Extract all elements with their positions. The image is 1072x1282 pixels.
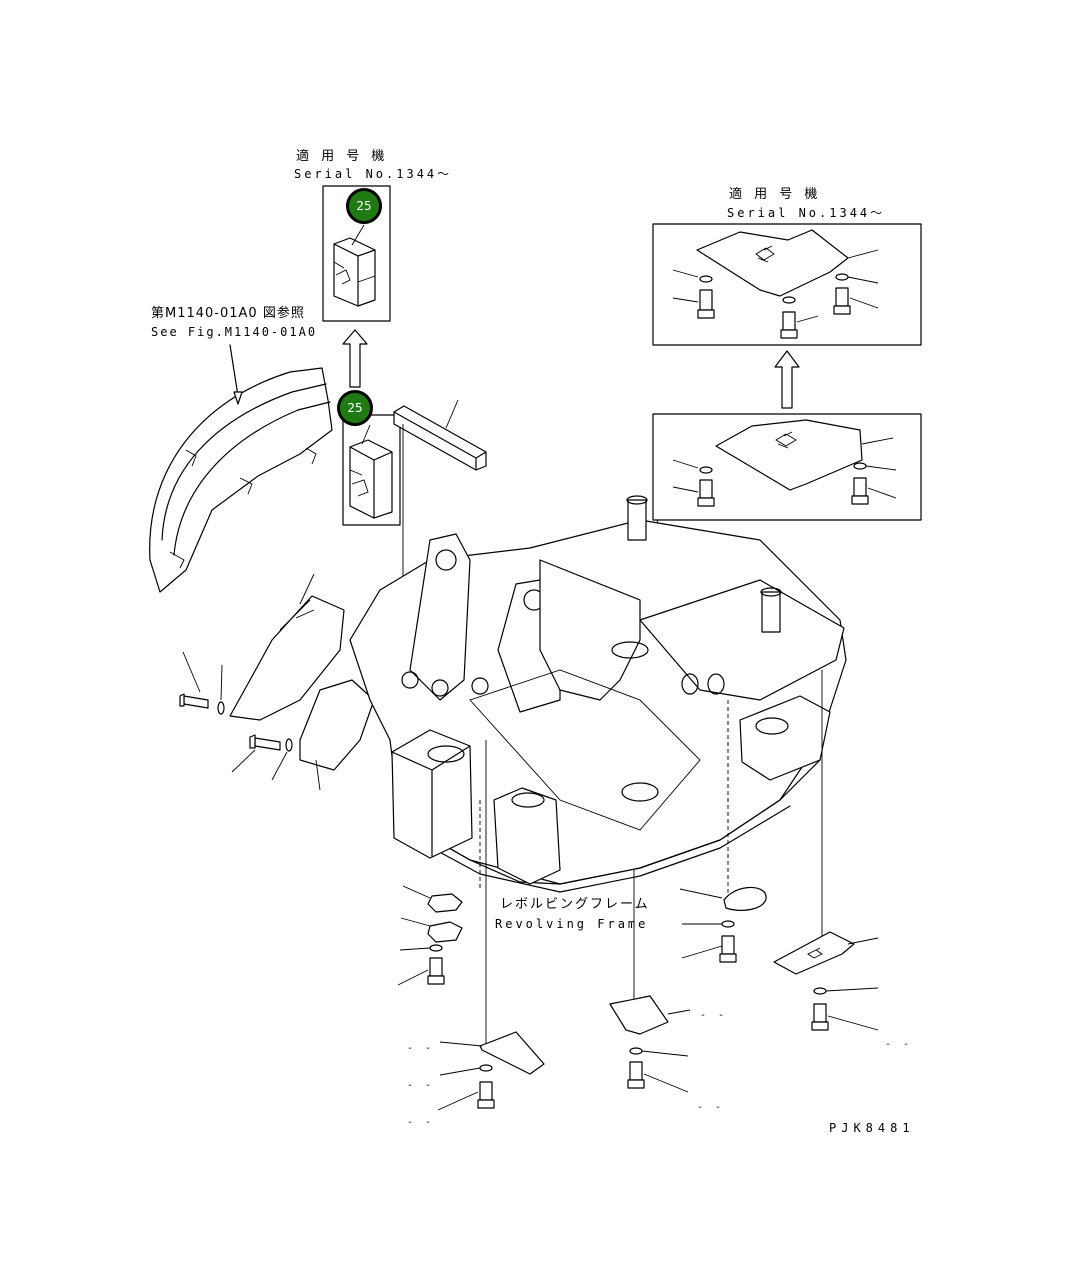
revolving-frame <box>349 495 847 1044</box>
bottom-cover-plate <box>679 886 767 963</box>
part-number-placeholder: - - <box>885 1039 913 1050</box>
part-number-placeholder: - - <box>700 1010 728 1021</box>
bolt <box>231 734 293 781</box>
side-cover-left <box>229 573 375 791</box>
spacer-bar <box>393 399 487 590</box>
part-number-placeholder: - - <box>407 1117 435 1128</box>
part-number-placeholder: - - <box>407 1080 435 1091</box>
inset-box-cover-old <box>639 413 922 561</box>
revolving-frame-jp-label: レボルビングフレーム <box>500 897 650 912</box>
bottom-cover-plate <box>437 1031 545 1111</box>
arrow-up-icon <box>342 329 368 388</box>
counterweight <box>149 344 333 593</box>
callout-marker-25[interactable]: 25 <box>337 390 373 426</box>
bottom-cover-plate <box>773 931 879 1031</box>
applicable-serial-jp-label-2: 適 用 号 機 <box>729 187 822 202</box>
applicable-serial-en-label-1: Serial No.1344～ <box>294 167 453 181</box>
callout-marker-25[interactable]: 25 <box>346 188 382 224</box>
drawing-number-label: PJK8481 <box>829 1121 915 1135</box>
see-figure-jp-label: 第M1140-01A0 図参照 <box>151 306 305 321</box>
see-figure-en-label: See Fig.M1140-01A0 <box>151 325 318 339</box>
part-number-placeholder: - - <box>697 1102 725 1113</box>
cover-plate-small <box>397 885 463 986</box>
applicable-serial-en-label-2: Serial No.1344～ <box>727 206 886 220</box>
inset-box-cover-new <box>652 223 922 346</box>
revolving-frame-en-label: Revolving Frame <box>495 917 649 931</box>
applicable-serial-jp-label-1: 適 用 号 機 <box>296 149 389 164</box>
bolt <box>179 651 225 715</box>
part-number-placeholder: - - <box>407 1043 435 1054</box>
inset-box-block-new <box>322 185 391 322</box>
arrow-up-icon <box>774 350 800 409</box>
inset-box-block-old <box>342 414 401 526</box>
bottom-cover-plate <box>609 995 691 1093</box>
